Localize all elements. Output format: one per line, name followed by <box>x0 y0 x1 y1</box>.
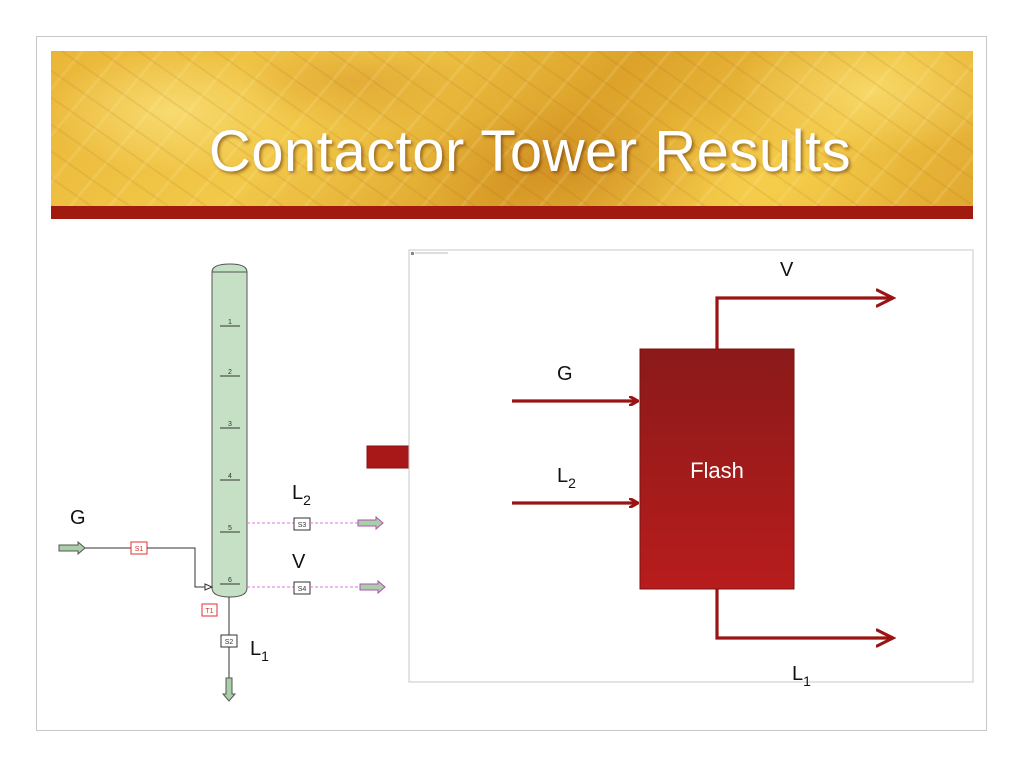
bottoms-label: L1 <box>250 638 269 664</box>
tray-label: 3 <box>228 421 232 428</box>
stream-tag-s3 <box>293 517 311 531</box>
tower-tag-t1-text: T1 <box>205 608 213 615</box>
tray-label: 2 <box>228 369 232 376</box>
feed-g-label: G <box>70 507 86 529</box>
tray-6: 6 <box>220 577 240 585</box>
column-vessel <box>211 263 248 598</box>
embedded-object-marker <box>411 252 414 255</box>
title-banner <box>51 51 973 206</box>
vapor-out-label: V <box>292 551 306 573</box>
flash-liquid-arrow <box>715 589 893 638</box>
tray-4: 4 <box>220 473 240 481</box>
flash-liquid-label: L1 <box>792 663 811 689</box>
flash-block-label: Flash <box>690 458 744 483</box>
stream-tag-s4-text: S4 <box>298 586 307 593</box>
flash-feed-l2-label: L2 <box>557 465 576 491</box>
feed-arrow-icon <box>58 540 86 556</box>
banner-texture <box>51 51 973 206</box>
flash-vapor-arrow <box>715 298 893 349</box>
feed-line-to-column <box>147 547 206 588</box>
banner-stripe <box>51 206 973 219</box>
tray-5: 5 <box>220 525 240 533</box>
liquid-out-arrow-icon <box>357 515 384 531</box>
tray-1: 1 <box>220 319 240 327</box>
slide-title: Contactor Tower Results <box>208 119 852 184</box>
tray-label: 5 <box>228 525 232 532</box>
feed-inlet-arrowhead-icon <box>204 583 214 591</box>
flash-diagram: Flash G L2 V L1 <box>408 249 974 689</box>
vapor-out-arrow-icon <box>359 579 386 595</box>
stream-tag-s4 <box>293 581 311 595</box>
flash-feed-g-label: G <box>557 363 573 385</box>
liquid-out-label: L2 <box>292 482 311 508</box>
tray-3: 3 <box>220 421 240 429</box>
stream-tag-s1-text: S1 <box>135 546 144 553</box>
bottoms-arrow-icon <box>221 677 237 702</box>
tray-label: 6 <box>228 577 232 584</box>
flash-block <box>639 348 795 590</box>
tower-tag-t1 <box>201 603 218 617</box>
stream-tag-s3-text: S3 <box>298 522 307 529</box>
tray-label: 1 <box>228 319 232 326</box>
flash-vapor-label: V <box>780 259 794 281</box>
tray-label: 4 <box>228 473 232 480</box>
stream-tag-s2-text: S2 <box>225 639 234 646</box>
tray-2: 2 <box>220 369 240 377</box>
contactor-tower-diagram: 1 2 3 4 5 6 G S1 T1 <box>58 263 386 702</box>
